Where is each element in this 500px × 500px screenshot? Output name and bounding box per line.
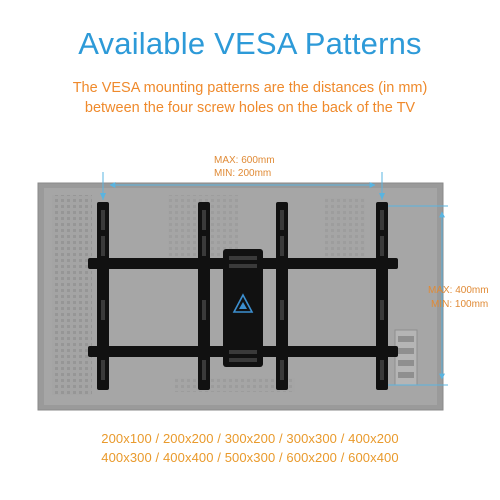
vertical-min-label: MIN: 100mm [431,299,489,310]
bracket-arm-right [276,202,288,390]
vertical-max-label: MAX: 400mm [428,285,489,296]
horizontal-dimension [100,172,385,200]
pattern-line-1: 200x100 / 200x200 / 300x200 / 300x300 / … [101,431,399,446]
subtitle: The VESA mounting patterns are the dista… [20,78,480,118]
brand-logo-icon [232,293,254,313]
page-title: Available VESA Patterns [78,26,422,61]
bracket-arm-far-left [97,202,109,390]
horizontal-min-label: MIN: 200mm [214,168,272,179]
subtitle-line-2: between the four screw holes on the back… [84,100,416,116]
subtitle-line-1: The VESA mounting patterns are the dista… [72,80,428,96]
bracket-arm-slots [101,210,384,380]
bracket-arm-left [198,202,210,390]
pattern-line-2: 400x300 / 400x400 / 500x300 / 600x200 / … [101,450,399,465]
horizontal-max-label: MAX: 600mm [214,155,275,166]
center-plate [223,249,263,367]
tv-back-panel [37,182,444,411]
vent-grille-left [52,195,92,395]
bracket-arms [97,202,388,390]
bracket-arm-far-right [376,202,388,390]
vertical-dimension [385,205,448,386]
vesa-pattern-list: 200x100 / 200x200 / 300x200 / 300x300 / … [0,429,500,467]
vent-grille-right [325,198,365,258]
